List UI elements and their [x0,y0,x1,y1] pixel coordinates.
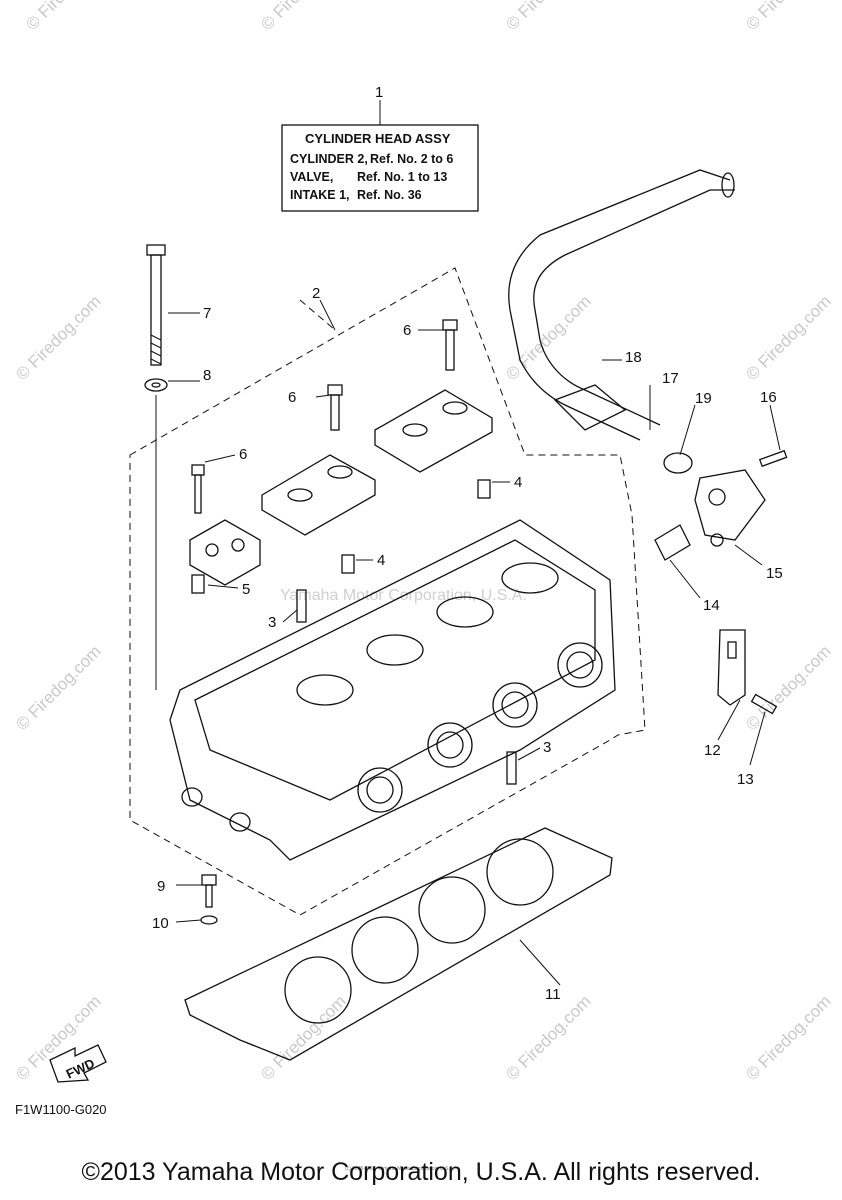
label-box-title: CYLINDER HEAD ASSY [305,131,451,146]
hose [508,169,735,441]
label-line-1-name: CYLINDER 2, [290,152,368,166]
label-line-2-ref: Ref. No. 1 to 13 [357,170,447,184]
callout-6a: 6 [403,322,411,339]
dowel-pin-b [341,554,355,574]
watermark-right-upper: © Firedog.com [742,292,834,384]
watermark-right-mid: © Firedog.com [742,642,834,734]
callout-19: 19 [695,390,712,407]
callout-7: 7 [203,305,211,322]
callout-3b: 3 [543,739,551,756]
housing-bolt [758,449,788,468]
callout-5: 5 [242,581,250,598]
head-bolt [146,244,166,366]
footer-small-watermark: (c) 2005-2015 Yamaha Motor Corporation, … [345,1166,455,1172]
cam-cap-1 [189,464,261,586]
stud-bolt-b [506,751,517,785]
watermark-mid-low2: © Firedog.com [502,992,594,1084]
callouts: 1 2 3 3 4 4 5 6 6 6 7 8 9 10 11 12 13 14… [152,84,783,1003]
callout-9: 9 [157,878,165,895]
callout-4a: 4 [514,474,522,491]
washer [144,378,168,392]
cam-cap-3 [374,319,493,473]
copyright-notice: ©2013 Yamaha Motor Corporation, U.S.A. A… [81,1158,761,1186]
callout-2: 2 [312,285,320,302]
callout-14: 14 [703,597,720,614]
label-line-1-ref: Ref. No. 2 to 6 [370,152,453,166]
callout-11: 11 [545,986,561,1003]
callout-13: 13 [737,771,754,788]
callout-18: 18 [625,349,642,366]
watermark-right-low: © Firedog.com [742,992,834,1084]
label-box: CYLINDER HEAD ASSY CYLINDER 2, Ref. No. … [281,100,479,212]
callout-3a: 3 [268,614,276,631]
watermark-top-mid: © Firedog.com [257,0,349,34]
watermark-top-far-right: © Firedog.com [742,0,834,34]
label-line-3-name: INTAKE 1, [290,188,350,202]
thermostat-housing [694,469,766,547]
bracket [717,629,746,706]
watermark-mid-low: © Firedog.com [257,992,349,1084]
callout-1: 1 [375,84,383,101]
callout-16: 16 [760,389,777,406]
assembly-outline [129,267,646,916]
leader-lines [168,299,781,986]
dowel-pin-a [477,479,491,499]
callout-6c: 6 [239,446,247,463]
watermark-top-left: © Firedog.com [22,0,114,34]
small-bolt [201,874,217,908]
callout-12: 12 [704,742,721,759]
stud-bolt-a [296,589,307,623]
small-washer [200,915,218,925]
thermostat [654,524,691,561]
fwd-label: FWD [64,1056,97,1082]
cam-cap-2 [261,384,376,536]
dowel-pin-c [191,574,205,594]
callout-8: 8 [203,367,211,384]
label-line-2-name: VALVE, [290,170,333,184]
callout-6b: 6 [288,389,296,406]
watermark-top-right: © Firedog.com [502,0,594,34]
callout-10: 10 [152,915,169,932]
callout-4b: 4 [377,552,385,569]
hose-clamp [663,452,693,474]
callout-15: 15 [766,565,783,582]
watermark-left-mid: © Firedog.com [12,642,104,734]
callout-17: 17 [662,370,679,387]
bracket-bolt [750,693,778,715]
cylinder-head [169,519,616,861]
head-gasket [184,827,613,1061]
label-line-3-ref: Ref. No. 36 [357,188,422,202]
diagram-code: F1W1100-G020 [15,1102,107,1117]
watermark-left-upper: © Firedog.com [12,292,104,384]
